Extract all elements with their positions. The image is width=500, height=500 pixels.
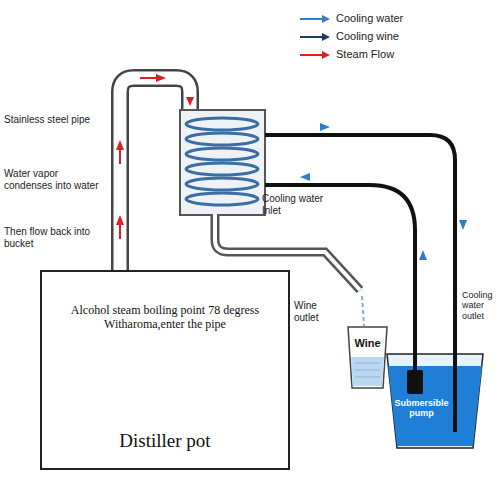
callout-label: Water vapor condenses into water (4, 168, 108, 191)
cooling-water-outlet-hose (265, 135, 455, 352)
legend-text: Cooling wine (336, 30, 486, 43)
liquid-ripple (355, 363, 380, 364)
bucket-water (388, 366, 482, 446)
distiller-pot: Alcohol steam boiling point 78 degress W… (40, 270, 290, 470)
node-text: Submersible pump (393, 398, 450, 419)
callout-label: Wine outlet (294, 300, 344, 323)
bucket-body (387, 354, 483, 448)
glass-cup (348, 327, 387, 388)
wine-glass-outline (345, 325, 390, 390)
coil-turn (186, 133, 258, 145)
cooling-water-arrows (300, 123, 467, 260)
inlet-hose-end (413, 350, 417, 372)
legend-text: Cooling water (336, 12, 486, 25)
node-title: Distiller pot (50, 430, 280, 452)
node-text: Wine (348, 337, 387, 350)
condenser-coil (186, 118, 258, 205)
legend-arrows (300, 15, 330, 59)
outlet-hose-end (453, 350, 457, 432)
liquid-ripple (355, 370, 380, 371)
callout-label: Cooling water outlet (462, 290, 498, 321)
wine-liquid (351, 357, 384, 386)
coil-turn (186, 118, 258, 130)
callout-label: Cooling water Inlet (262, 193, 334, 216)
pot-body (41, 271, 289, 469)
legend-text: Steam Flow (336, 48, 486, 61)
coil-turn (186, 148, 258, 160)
condenser-body (180, 110, 265, 215)
wine-glass: Wine (345, 325, 390, 390)
wine-drip (362, 296, 364, 326)
coil-turn (186, 193, 258, 205)
liquid-ripple (355, 377, 380, 378)
cooling-bucket: Submersible pump (385, 350, 485, 450)
coil-turn (186, 178, 258, 190)
callout-label: Stainless steel pipe (4, 114, 108, 126)
coil-turn (186, 163, 258, 175)
node-text: Alcohol steam boiling point 78 degress W… (50, 304, 280, 332)
submersible-pump (407, 370, 423, 394)
callout-label: Then flow back into bucket (4, 226, 108, 249)
